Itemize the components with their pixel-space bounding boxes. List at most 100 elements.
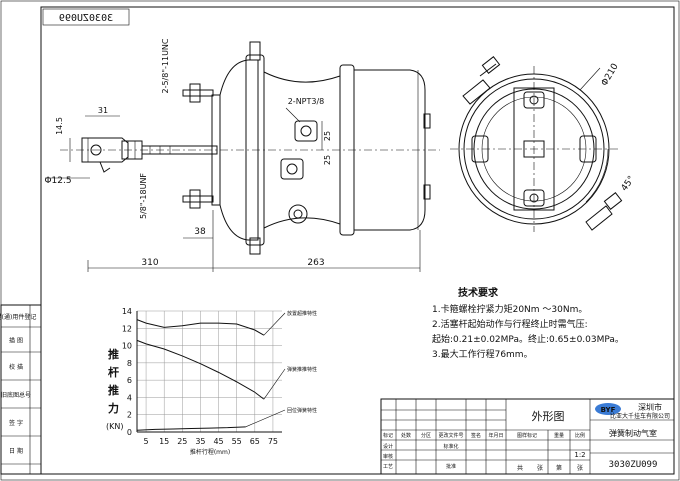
outer-clamp-circle <box>458 73 610 225</box>
stud-bottom <box>182 195 214 203</box>
y-tick-label: 14 <box>122 307 132 316</box>
x-tick-label: 65 <box>250 437 260 446</box>
spring-chamber <box>353 69 426 231</box>
hdr-mark: 标记 <box>383 432 393 439</box>
sheet-unit-2: 张 <box>577 464 583 472</box>
thread-bottom: 5/8"-18UNF <box>139 173 148 219</box>
legend-leader <box>263 312 286 336</box>
row-design: 设计 <box>383 443 393 450</box>
y-tick-label: 4 <box>127 393 132 402</box>
hdr-scale: 比例 <box>575 432 585 439</box>
strip-label: 旧底图总号 <box>1 391 31 399</box>
clevis-pin <box>90 144 102 156</box>
x-tick-label: 75 <box>268 437 278 446</box>
frame-border <box>40 6 675 475</box>
company-line1: 深圳市 <box>638 402 662 412</box>
strip-label: 日 期 <box>9 447 23 455</box>
bottom-fitting <box>288 204 308 224</box>
hdr-doc: 更改文件号 <box>438 432 463 439</box>
x-tick-label: 45 <box>213 437 223 446</box>
strip-label: 借(通)用件登记 <box>0 313 36 321</box>
dim-angle-45: 45° <box>620 174 637 193</box>
sheet-unit-1: 张 <box>537 464 543 472</box>
dim-12-5: Φ12.5 <box>44 176 71 186</box>
front-view: Φ210 45° <box>450 56 637 232</box>
dim-263: 263 <box>307 258 324 268</box>
legend-label: 弹簧推推特性 <box>287 366 317 373</box>
row-standard: 标准化 <box>443 443 458 450</box>
service-chamber <box>219 59 259 241</box>
chart-grid <box>137 310 282 433</box>
legend-label: 放置超推特性 <box>287 310 317 317</box>
hdr-zone: 分区 <box>421 432 431 439</box>
view-name: 外形图 <box>532 410 565 423</box>
side-view: 310 263 38 31 14.5 Φ12.5 2-5/8"-11UNC 5/… <box>44 38 440 272</box>
tech-item-1: 1.卡箍螺栓拧紧力矩20Nm ～30Nm。 <box>432 303 587 315</box>
y-tick-label: 6 <box>127 376 132 385</box>
legend-leader <box>245 409 286 428</box>
tech-title: 技术要求 <box>458 286 499 299</box>
company-line2: 比亚大千挂车有限公司 <box>610 412 670 420</box>
mounting-plate-front <box>513 87 555 211</box>
tech-item-4: 3.最大工作行程76mm。 <box>432 348 533 360</box>
hdr-sign: 签名 <box>471 432 481 439</box>
legend-leader <box>263 368 286 400</box>
drawing-code: 3030ZU099 <box>609 460 658 470</box>
chart-ylabel-unit: (KN) <box>106 422 123 431</box>
y-tick-label: 12 <box>122 324 132 333</box>
tech-requirements: 技术要求 1.卡箍螺栓拧紧力矩20Nm ～30Nm。 2.活塞杆起始动作与行程终… <box>432 286 624 360</box>
hdr-weight: 重量 <box>554 432 564 439</box>
scale-value: 1:2 <box>574 451 585 459</box>
chart-axes <box>136 311 282 433</box>
x-tick-label: 5 <box>144 437 149 446</box>
chart-ylabel-3: 推 <box>108 383 119 397</box>
y-tick-label: 10 <box>122 342 132 351</box>
dim-14-5: 14.5 <box>55 117 64 135</box>
dim-310: 310 <box>141 258 158 268</box>
port-lower <box>280 158 304 180</box>
dim-25-b: 25 <box>323 155 332 165</box>
port-upper <box>294 120 318 142</box>
tech-item-3: 起始:0.21±0.02MPa。终止:0.65±0.03MPa。 <box>432 333 624 345</box>
dim-25-a: 25 <box>323 131 332 141</box>
y-tick-label: 2 <box>127 411 132 420</box>
row-review: 审核 <box>383 453 393 460</box>
clamp-lug-top <box>462 79 491 105</box>
y-tick-label: 8 <box>127 359 132 368</box>
hdr-pattern: 图样标记 <box>517 432 537 439</box>
series-line-2 <box>136 339 265 400</box>
title-block: 外形图 弹簧制动气室 3030ZU099 BYF 深圳市 比亚大千挂车有限公司 … <box>380 398 675 475</box>
row-process: 工艺 <box>383 464 393 470</box>
y-tick-label: 0 <box>127 428 132 437</box>
chart-ylabel-4: 力 <box>108 401 119 415</box>
hdr-count: 处数 <box>401 432 411 439</box>
legend-label: 回位弹簧特性 <box>287 407 317 414</box>
stud-top <box>182 89 214 97</box>
lock-nut <box>121 140 143 160</box>
center-nut <box>523 140 545 158</box>
dim-dia-210: Φ210 <box>600 62 621 88</box>
strip-label: 描 图 <box>9 337 23 345</box>
port-label: 2-NPT3/8 <box>288 97 325 106</box>
sheet-index: 第 <box>556 464 562 472</box>
strip-label: 签 字 <box>9 419 23 427</box>
series-line-3 <box>136 426 246 431</box>
x-tick-label: 25 <box>177 437 187 446</box>
sheet-total: 共 <box>517 464 523 472</box>
row-approve: 批准 <box>446 463 456 470</box>
chart-ylabel-1: 推 <box>108 347 119 361</box>
dim-31: 31 <box>98 106 108 115</box>
mirrored-code-box <box>42 8 130 26</box>
series-line-1 <box>136 319 265 336</box>
logo-text: BYF <box>601 406 616 414</box>
chart-xlabel: 推杆行程(mm) <box>190 448 230 456</box>
dim-38: 38 <box>194 227 206 237</box>
chart-ylabel-2: 杆 <box>108 365 119 379</box>
part-name: 弹簧制动气室 <box>609 428 657 438</box>
x-tick-label: 15 <box>159 437 169 446</box>
